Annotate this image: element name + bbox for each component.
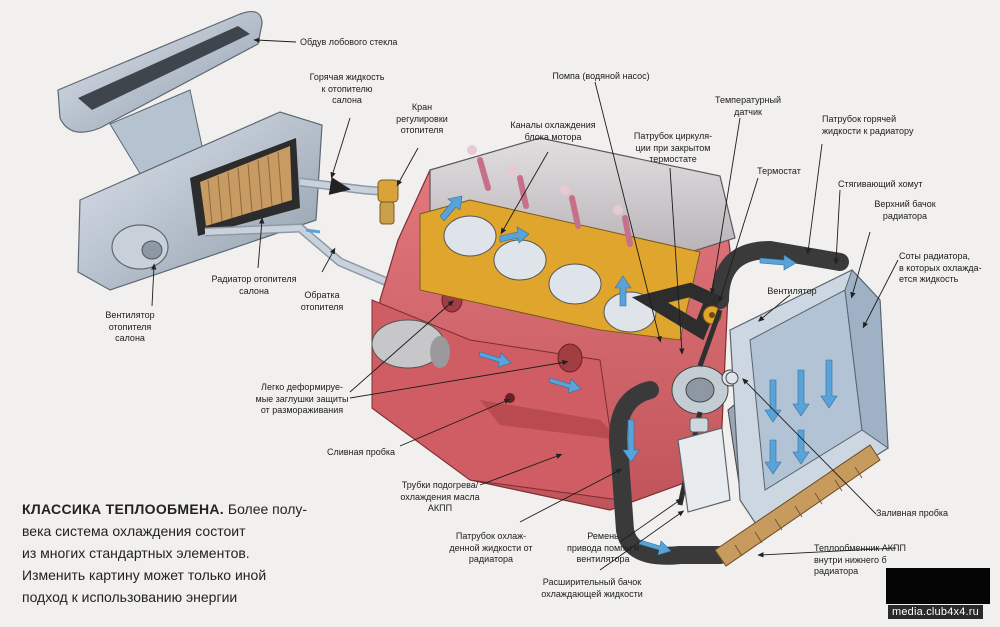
- label-radiator-core: Соты радиатора, в которых охлажда- ется …: [899, 251, 982, 284]
- expansion-tank: [677, 417, 731, 513]
- heater-box: [77, 111, 323, 291]
- caption: КЛАССИКА ТЕПЛООБМЕНА. Более полу- века с…: [22, 498, 322, 608]
- coolant-hoses: [609, 240, 849, 565]
- label-drain-plug: Сливная пробка: [326, 447, 396, 457]
- label-cooled-coolant-pipe: Патрубок охлаж- денной жидкости от радиа…: [449, 531, 533, 564]
- label-hose-clamp: Стягивающий хомут: [838, 179, 923, 189]
- caption-text: Более полу- века система охлаждения сост…: [22, 501, 308, 605]
- label-expansion-tank: Расширительный бачок охлаждающей жидкост…: [541, 577, 643, 599]
- label-hot-coolant-to-heater: Горячая жидкость к отопителю салона: [309, 72, 385, 105]
- leader-lines: [151, 37, 899, 571]
- label-fan: Вентилятор: [767, 286, 817, 296]
- label-thermostat: Термостат: [757, 166, 801, 176]
- label-heater-fan: Вентилятор отопителя салона: [105, 310, 155, 343]
- heater-valve: [377, 179, 399, 225]
- label-block-channels: Каналы охлаждения блока мотора: [510, 120, 596, 142]
- label-water-pump: Помпа (водяной насос): [552, 71, 650, 81]
- label-transmission-heat-exchanger: Теплообменник АКПП внутри нижнего б ради…: [814, 543, 906, 576]
- label-heater-return: Обратка отопителя: [300, 290, 344, 312]
- label-heater-valve: Кран регулировки отопителя: [396, 102, 448, 135]
- label-belt: Ремень привода помпы и вентилятора: [566, 531, 640, 564]
- label-transmission-oil-tubes: Трубки подогрева/ охлаждения масла АКПП: [400, 480, 480, 513]
- label-windshield-vent: Обдув лобового стекла: [300, 37, 398, 47]
- watermark: media.club4x4.ru: [888, 605, 983, 619]
- coolant-flow-arrows: [439, 195, 838, 556]
- label-heater-radiator: Радиатор отопителя салона: [211, 274, 297, 296]
- caption-title: КЛАССИКА ТЕПЛООБМЕНА.: [22, 501, 224, 517]
- label-temp-sensor: Температурный датчик: [715, 95, 781, 117]
- radiator: [714, 269, 889, 567]
- label-bypass-pipe: Патрубок циркуля- ции при закрытом термо…: [633, 131, 713, 164]
- label-filler-cap: Заливная пробка: [876, 508, 949, 518]
- label-upper-tank: Верхний бачок радиатора: [874, 199, 936, 221]
- label-hot-pipe-to-radiator: Патрубок горячей жидкости к радиатору: [822, 114, 914, 136]
- label-freeze-plugs: Легко деформируе- мые заглушки защиты от…: [255, 382, 349, 415]
- watermark-box: [886, 568, 990, 604]
